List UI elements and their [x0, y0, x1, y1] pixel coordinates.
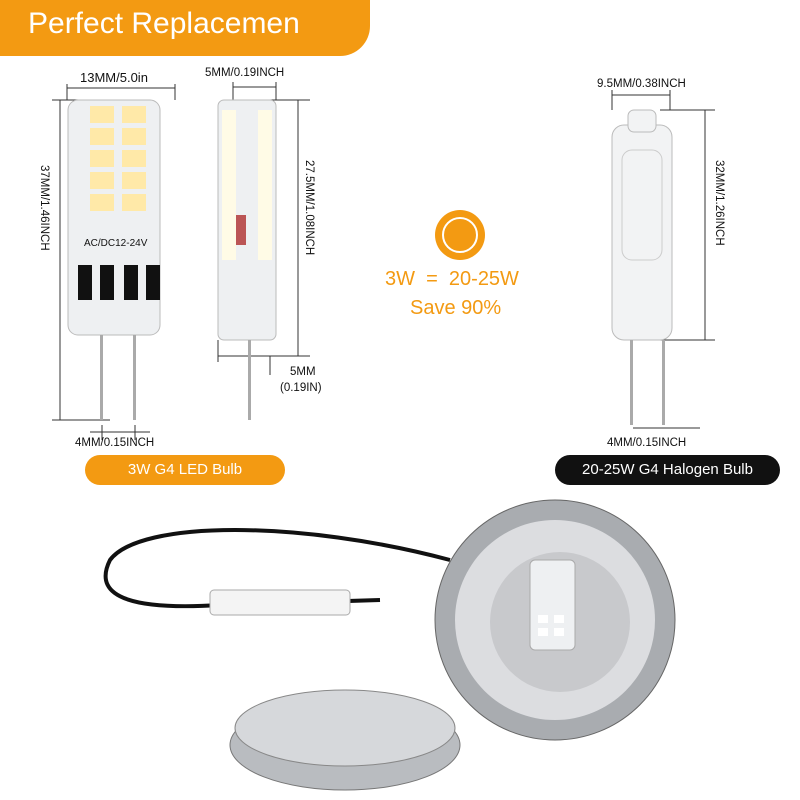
led-voltage-text: AC/DC12-24V: [84, 238, 148, 249]
led-bulb-front: [67, 99, 161, 420]
led-pin-label: 4MM/0.15INCH: [75, 437, 155, 449]
halogen-height-label: 32MM/1.26INCH: [713, 160, 725, 246]
saving-text: Save 90%: [410, 297, 502, 319]
cycle-icon: [435, 210, 485, 260]
wattage-equation: 3W = 20-25W: [385, 268, 519, 290]
halogen-caption: 20-25W G4 Halogen Bulb: [555, 455, 780, 485]
halogen-pin-label: 4MM/0.15INCH: [607, 437, 687, 449]
led-height-label: 37MM/1.46INCH: [38, 165, 50, 251]
pin-spacing-label-inch: (0.19IN): [280, 382, 322, 394]
halogen-width-label: 9.5MM/0.38INCH: [597, 78, 686, 90]
led-bulb-side: [217, 99, 277, 420]
led-width-label: 13MM/5.0in: [80, 70, 148, 85]
halogen-bulb: [611, 109, 673, 425]
title-banner: Perfect Replacemen: [0, 0, 370, 56]
banner-title: Perfect Replacemen: [28, 7, 300, 40]
pin-spacing-label: 5MM: [290, 366, 316, 378]
dimension-lines: [52, 82, 715, 440]
led-caption: 3W G4 LED Bulb: [85, 455, 285, 485]
led-side-width-label: 5MM/0.19INCH: [205, 67, 285, 79]
fixture-photo: [103, 499, 676, 791]
led-side-height-label: 27.5MM/1.08INCH: [303, 160, 315, 256]
